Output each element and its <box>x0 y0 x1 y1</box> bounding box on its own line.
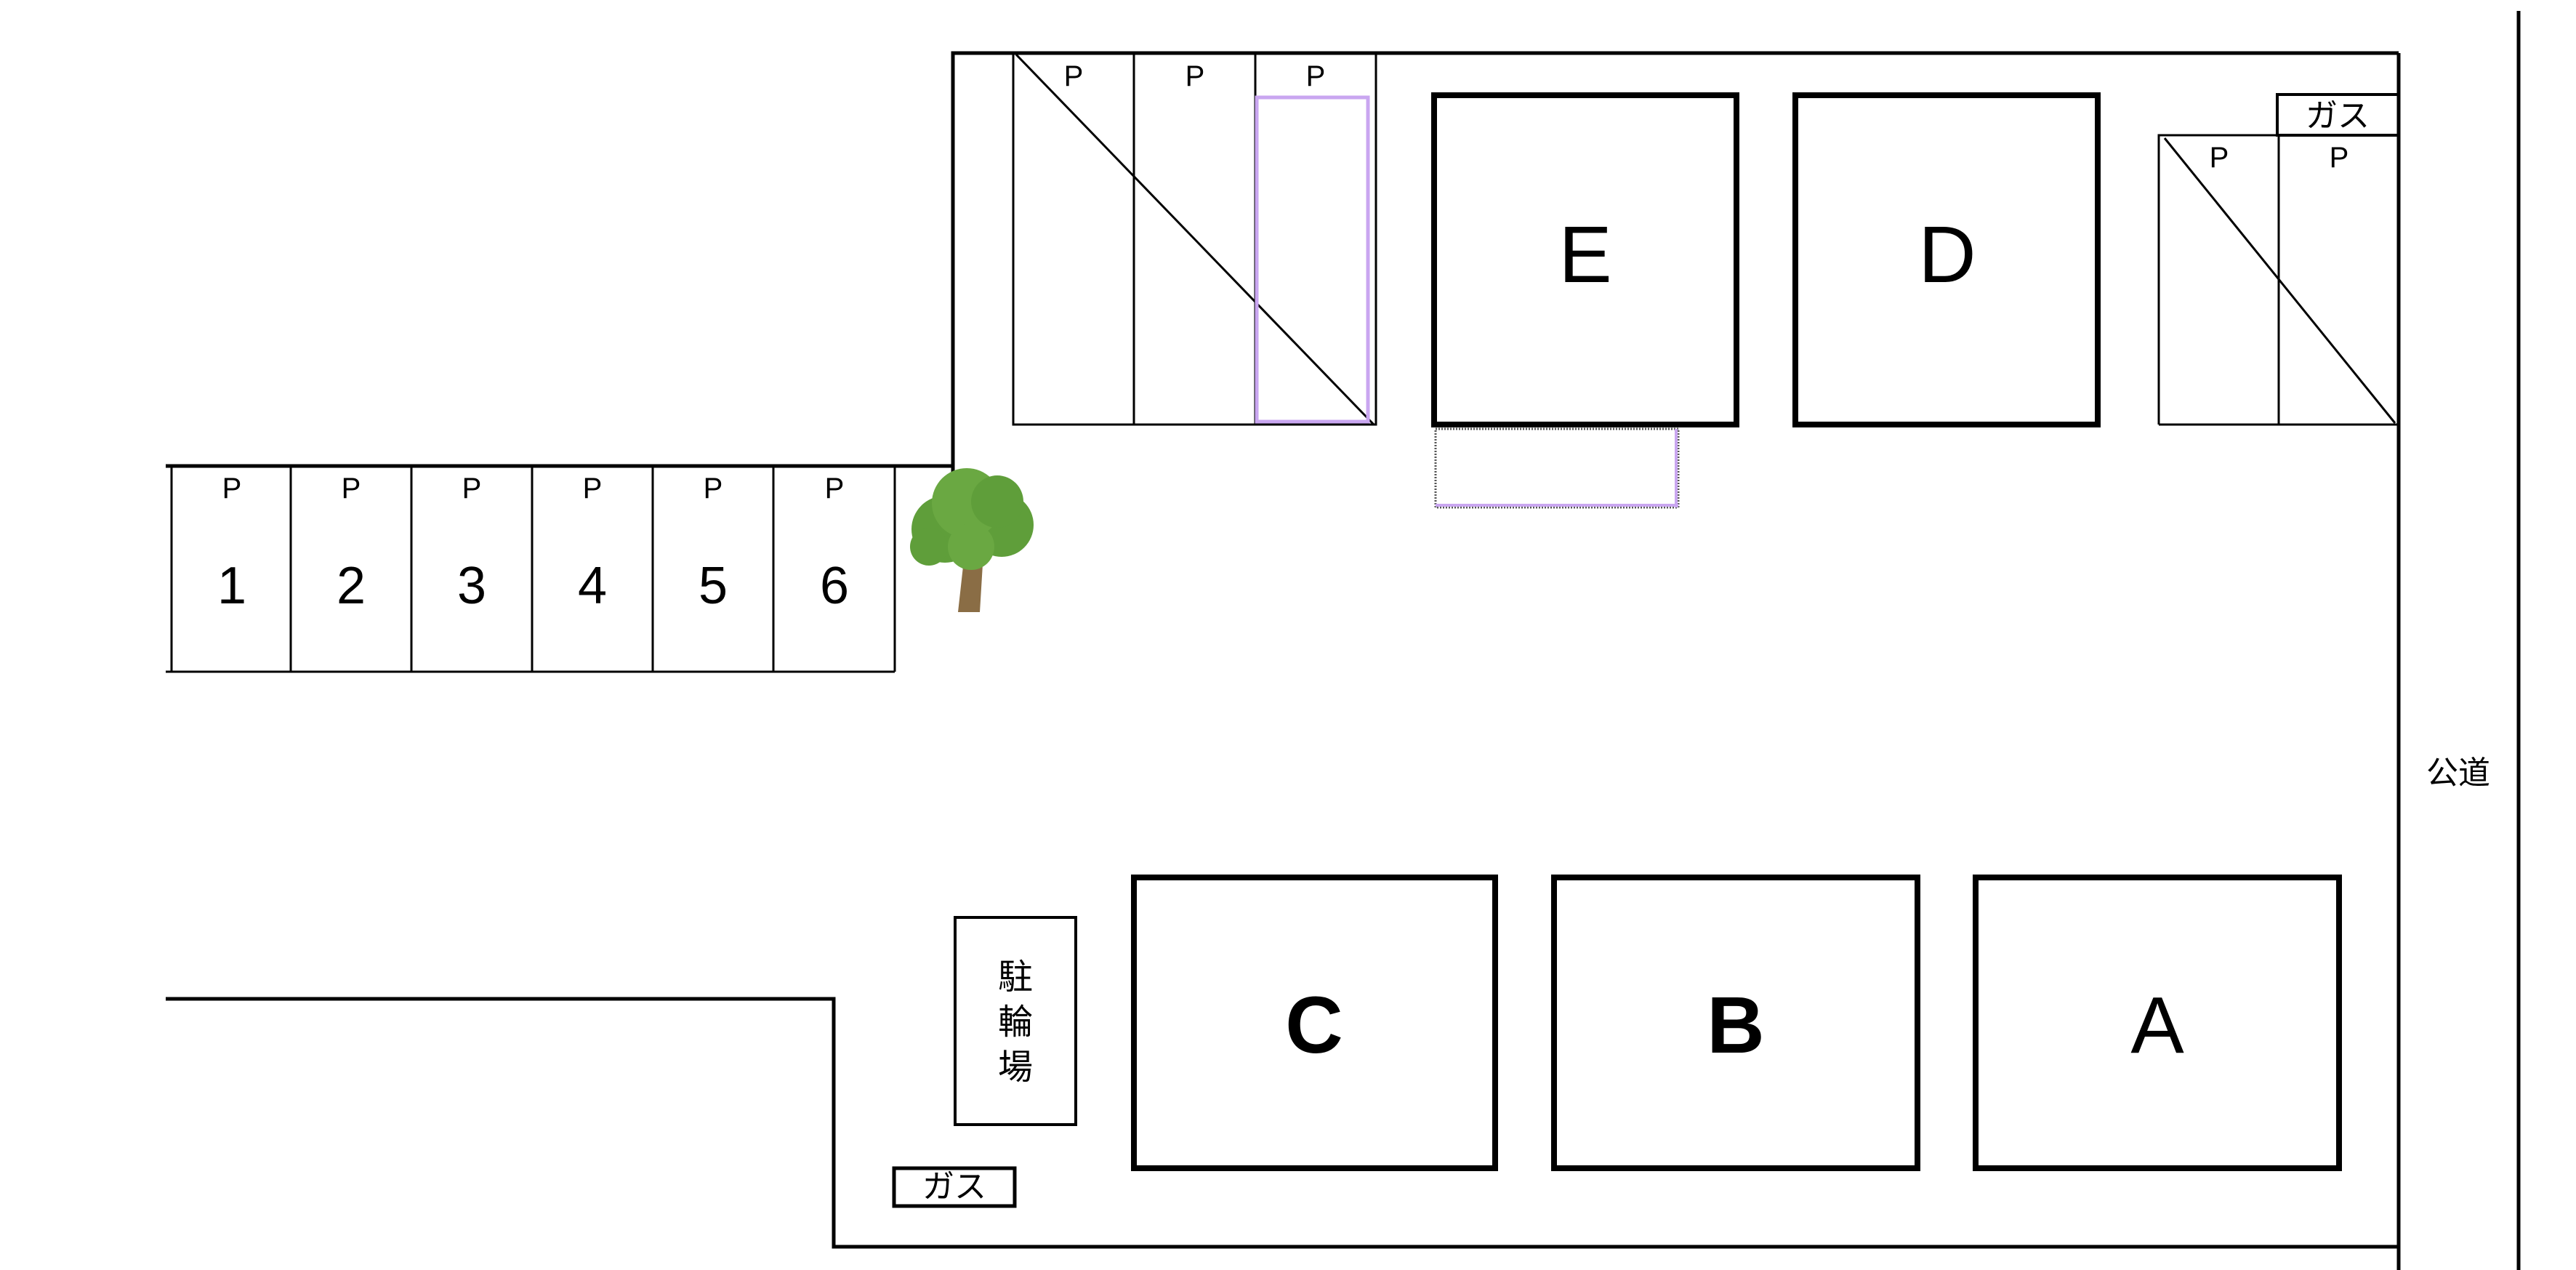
parking-number: 3 <box>457 557 486 615</box>
bicycle-parking-label: 駐 <box>998 958 1033 997</box>
parking-mark: P <box>704 473 723 505</box>
building-b: B <box>1551 875 1920 1171</box>
bicycle-parking-label: 場 <box>998 1048 1033 1087</box>
parking-mark: P <box>1186 60 1205 92</box>
building-e: E <box>1431 92 1739 427</box>
building-d: D <box>1792 92 2101 427</box>
parking-number: 5 <box>699 557 728 615</box>
building-d-label: D <box>1918 210 1976 300</box>
parking-mark: P <box>1064 60 1084 92</box>
parking-mark: P <box>462 473 482 505</box>
parking-mark: P <box>825 473 845 505</box>
parking-number: 1 <box>217 557 246 615</box>
gas-meter-top: ガス <box>2276 93 2400 137</box>
building-a: A <box>1973 875 2342 1171</box>
building-a-label: A <box>2130 981 2184 1070</box>
public-road-label: 公道 <box>2426 755 2490 791</box>
site-boundary <box>166 11 2521 1270</box>
bicycle-parking-label: 輪 <box>998 1003 1033 1042</box>
parking-mark: P <box>583 473 603 505</box>
bicycle-parking: 駐 輪 場 <box>954 916 1077 1126</box>
gas-label: ガス <box>922 1169 986 1205</box>
gas-meter-bottom: ガス <box>892 1166 1017 1208</box>
parking-mark: P <box>342 473 361 505</box>
parking-number: 2 <box>337 557 366 615</box>
parking-top-row: P P P <box>1012 53 1377 426</box>
building-e-label: E <box>1558 210 1611 300</box>
building-b-label: B <box>1707 981 1764 1070</box>
parking-number: 4 <box>578 557 607 615</box>
unavailable-slash <box>1015 53 1375 426</box>
gas-label: ガス <box>2306 98 2370 134</box>
building-c-label: C <box>1285 981 1343 1070</box>
parking-number: 6 <box>820 557 849 615</box>
parking-mark: P <box>2210 142 2229 174</box>
unavailable-slash <box>2163 137 2396 424</box>
parking-left-row: P P P P P P 1 2 3 4 5 6 <box>166 466 896 673</box>
tree-icon <box>910 468 1034 612</box>
parking-mark: P <box>1306 60 1326 92</box>
parking-mark: P <box>2330 142 2349 174</box>
highlight-outline <box>1255 95 1370 424</box>
building-e-annex <box>1434 427 1680 509</box>
building-c: C <box>1131 875 1498 1171</box>
parking-mark: P <box>222 473 242 505</box>
parking-right-pair: P P <box>2157 134 2399 426</box>
